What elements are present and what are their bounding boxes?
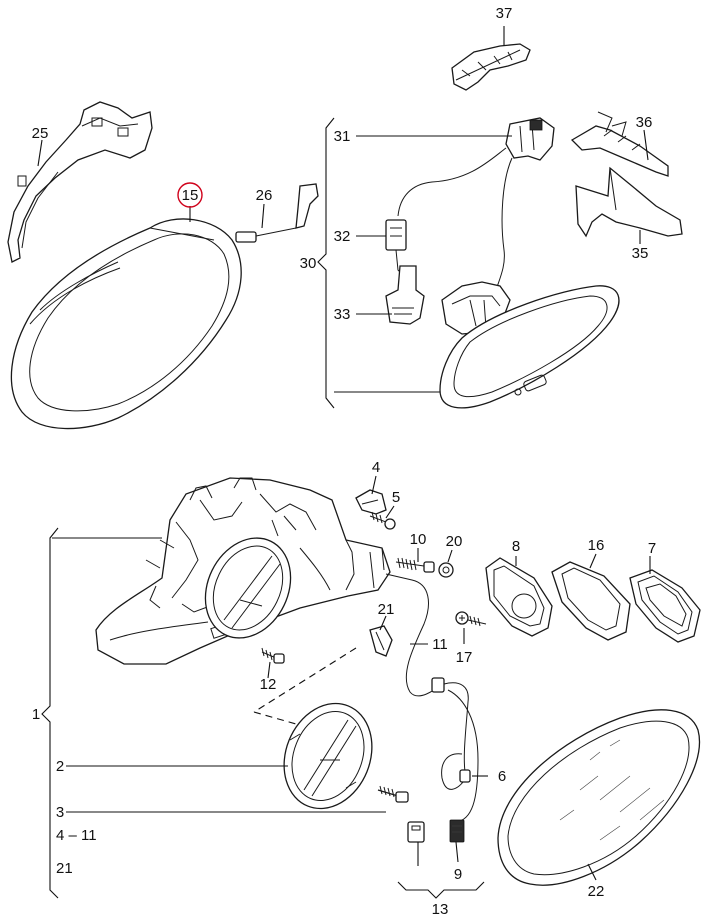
part-26-connector	[235, 183, 319, 243]
part-6-plug	[459, 769, 471, 783]
part-17-screw	[455, 611, 487, 627]
callout-13: 13	[432, 901, 449, 917]
callout-3: 3	[56, 804, 64, 821]
part-22-mirror-glass	[497, 709, 700, 886]
callout-9: 9	[454, 866, 462, 883]
part-5-screw	[369, 511, 396, 530]
callout-7: 7	[648, 540, 656, 557]
part-30-mirror-light-unit	[439, 281, 620, 409]
part-20-nut	[438, 562, 454, 578]
callout-6: 6	[498, 768, 506, 785]
part-31-connector-harness	[397, 117, 555, 313]
callout-17: 17	[456, 649, 473, 666]
callout-4: 4	[372, 459, 380, 476]
part-13-connector	[407, 821, 425, 843]
callout-8: 8	[512, 538, 520, 555]
callout-25: 25	[32, 125, 49, 142]
motor-ring-upper	[204, 537, 292, 639]
part-12-screw	[261, 647, 285, 664]
callout-37: 37	[496, 5, 513, 22]
callout-5: 5	[392, 489, 400, 506]
part-11-wiring	[385, 573, 479, 823]
part-35-bracket	[575, 166, 683, 238]
callout-4-11: 4 – 11	[56, 827, 97, 844]
callout-labels: 37 25 31 36 15 26 32 35 30 33 4 5 10 20 …	[32, 5, 657, 917]
callout-26: 26	[256, 187, 273, 204]
callout-21-list: 21	[56, 860, 73, 877]
part-21-clip	[369, 625, 393, 657]
part-2-motor-ring	[283, 702, 373, 810]
callout-31: 31	[334, 128, 351, 145]
callout-1: 1	[32, 706, 40, 723]
part-32-plug	[385, 219, 407, 277]
callout-35: 35	[632, 245, 649, 262]
callout-20: 20	[446, 533, 463, 550]
highlight-circle-15	[177, 182, 203, 208]
part-3-screw	[377, 785, 409, 803]
part-33-socket	[385, 265, 425, 325]
part-25-trim-strip	[7, 101, 153, 263]
callout-15: 15	[182, 187, 199, 204]
part-4-clip	[355, 489, 387, 515]
part-36-clip	[570, 111, 669, 177]
callout-32: 32	[334, 228, 351, 245]
callout-22: 22	[588, 883, 605, 900]
part-15-housing-cap	[10, 218, 242, 430]
callout-11: 11	[432, 636, 448, 653]
callout-16: 16	[588, 537, 605, 554]
part-9-socket	[449, 819, 465, 843]
part-16-lens	[551, 561, 631, 641]
alignment-line-upper	[253, 647, 357, 713]
callout-10: 10	[410, 531, 427, 548]
callout-2: 2	[56, 758, 64, 775]
part-10-bolt	[395, 557, 435, 573]
part-8-lens	[485, 557, 553, 637]
part-37-cover	[451, 43, 531, 91]
callout-36: 36	[636, 114, 653, 131]
group-30-bracket	[317, 117, 335, 409]
callout-30: 30	[300, 255, 317, 272]
callout-12: 12	[260, 676, 277, 693]
part-7-lens	[629, 569, 701, 643]
leader-lines	[37, 26, 651, 899]
callout-21-top: 21	[378, 601, 395, 618]
callout-33: 33	[334, 306, 351, 323]
